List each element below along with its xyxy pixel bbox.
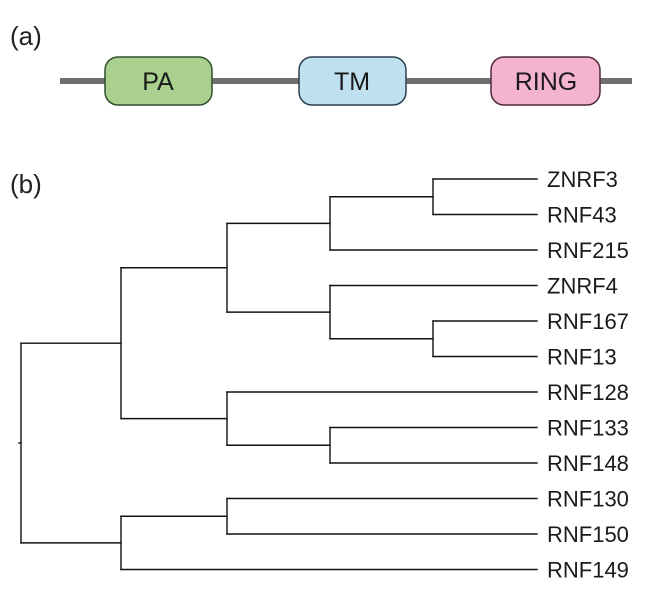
panel-a-label: (a) <box>10 21 42 51</box>
domain-pa-label: PA <box>142 68 174 96</box>
domain-ring-label: RING <box>515 68 578 96</box>
leaf-label-znrf3: ZNRF3 <box>547 167 618 192</box>
leaf-label-rnf133: RNF133 <box>547 416 629 441</box>
panel-b: (b) ZNRF3RNF43RNF215ZNRF4RNF167RNF13RNF1… <box>10 167 629 583</box>
tree-leaves: ZNRF3RNF43RNF215ZNRF4RNF167RNF13RNF128RN… <box>547 167 629 583</box>
domain-pa: PA <box>104 56 213 106</box>
domain-tm-box <box>298 56 407 106</box>
panel-a: (a) PA TM RING <box>10 21 632 106</box>
leaf-label-rnf13: RNF13 <box>547 345 617 370</box>
leaf-label-rnf128: RNF128 <box>547 380 629 405</box>
domain-ring-box <box>490 56 601 106</box>
domain-tm: TM <box>298 56 407 106</box>
leaf-label-rnf130: RNF130 <box>547 487 629 512</box>
leaf-label-rnf150: RNF150 <box>547 522 629 547</box>
panel-b-label: (b) <box>10 169 42 199</box>
tree-branches <box>18 178 538 571</box>
domain-pa-box <box>104 56 213 106</box>
domain-tm-label: TM <box>334 68 370 96</box>
leaf-label-rnf43: RNF43 <box>547 203 617 228</box>
leaf-label-rnf215: RNF215 <box>547 238 629 263</box>
leaf-label-rnf149: RNF149 <box>547 558 629 583</box>
domain-ring: RING <box>490 56 601 106</box>
leaf-label-rnf148: RNF148 <box>547 451 629 476</box>
leaf-label-rnf167: RNF167 <box>547 309 629 334</box>
leaf-label-znrf4: ZNRF4 <box>547 274 618 299</box>
